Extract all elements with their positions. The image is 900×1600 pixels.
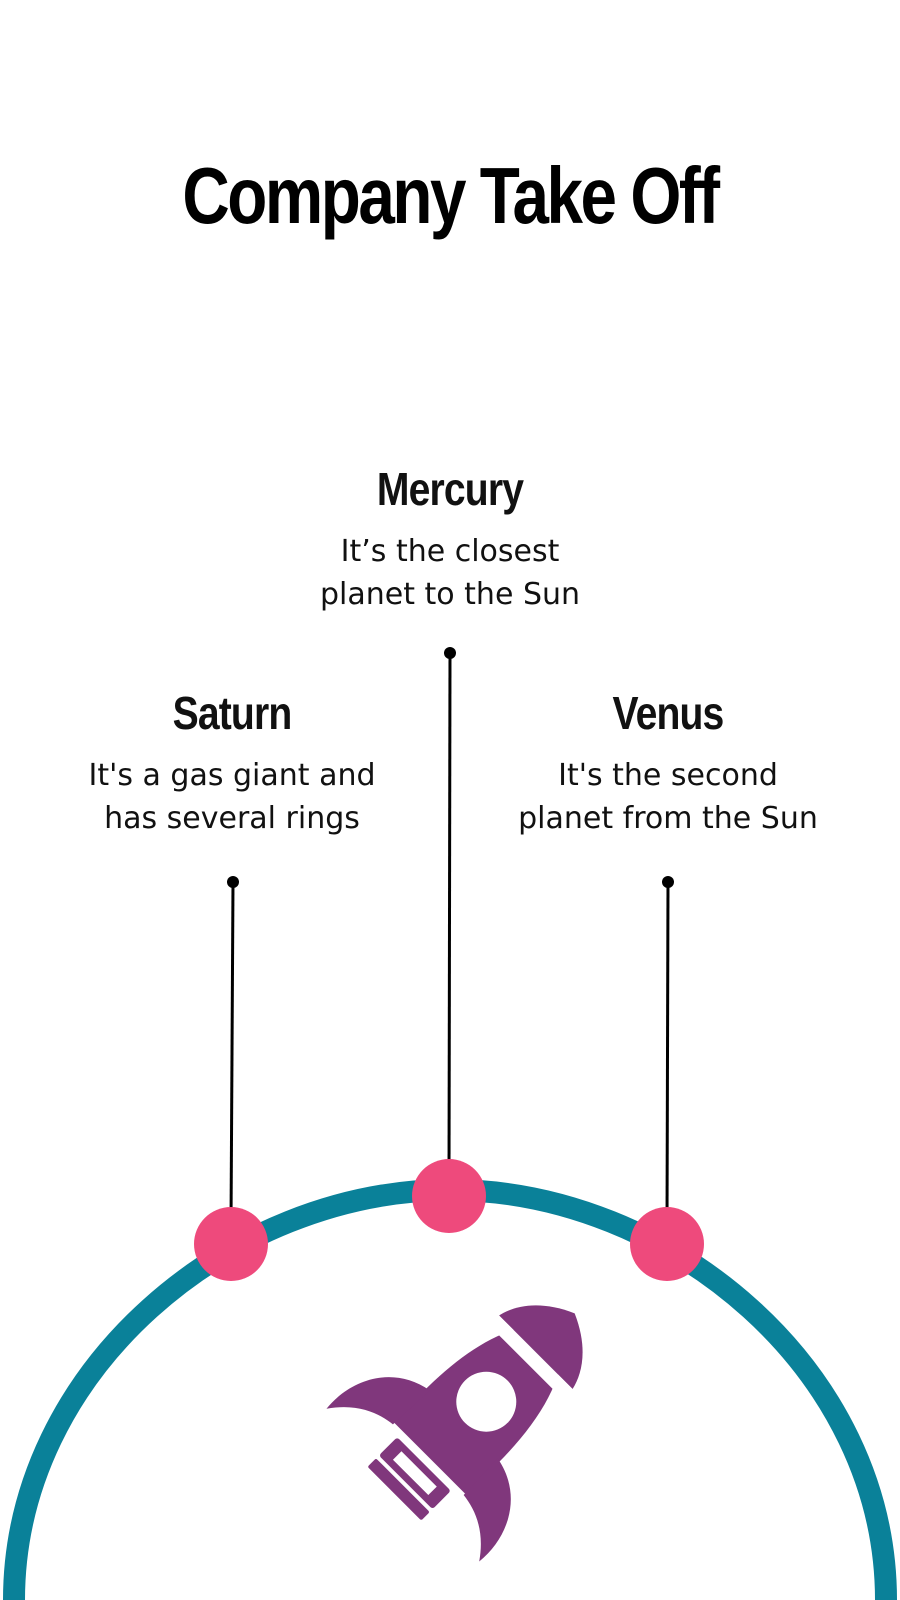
connector-dot-mercury bbox=[444, 647, 456, 659]
item-heading-venus: Venus bbox=[612, 687, 725, 739]
node-mercury bbox=[412, 1159, 486, 1233]
page-title: Company Take Off bbox=[182, 151, 720, 240]
item-text-saturn: It's a gas giant and has several rings bbox=[88, 758, 376, 836]
item-saturn: Saturn It's a gas giant and has several … bbox=[52, 686, 412, 840]
connector-line-mercury bbox=[447, 652, 452, 1181]
item-venus: Venus It's the second planet from the Su… bbox=[488, 686, 848, 840]
node-venus bbox=[630, 1207, 704, 1281]
item-text-mercury: It’s the closest planet to the Sun bbox=[319, 534, 581, 612]
rocket-icon bbox=[326, 1305, 583, 1562]
connector-line-saturn bbox=[229, 881, 235, 1225]
item-text-venus: It's the second planet from the Sun bbox=[518, 758, 818, 836]
item-heading-mercury: Mercury bbox=[376, 463, 524, 515]
connector-line-venus bbox=[665, 881, 670, 1225]
node-saturn bbox=[194, 1207, 268, 1281]
connector-dot-venus bbox=[662, 876, 674, 888]
connector-dot-saturn bbox=[227, 876, 239, 888]
item-heading-saturn: Saturn bbox=[172, 687, 293, 739]
item-mercury: Mercury It’s the closest planet to the S… bbox=[270, 462, 630, 616]
